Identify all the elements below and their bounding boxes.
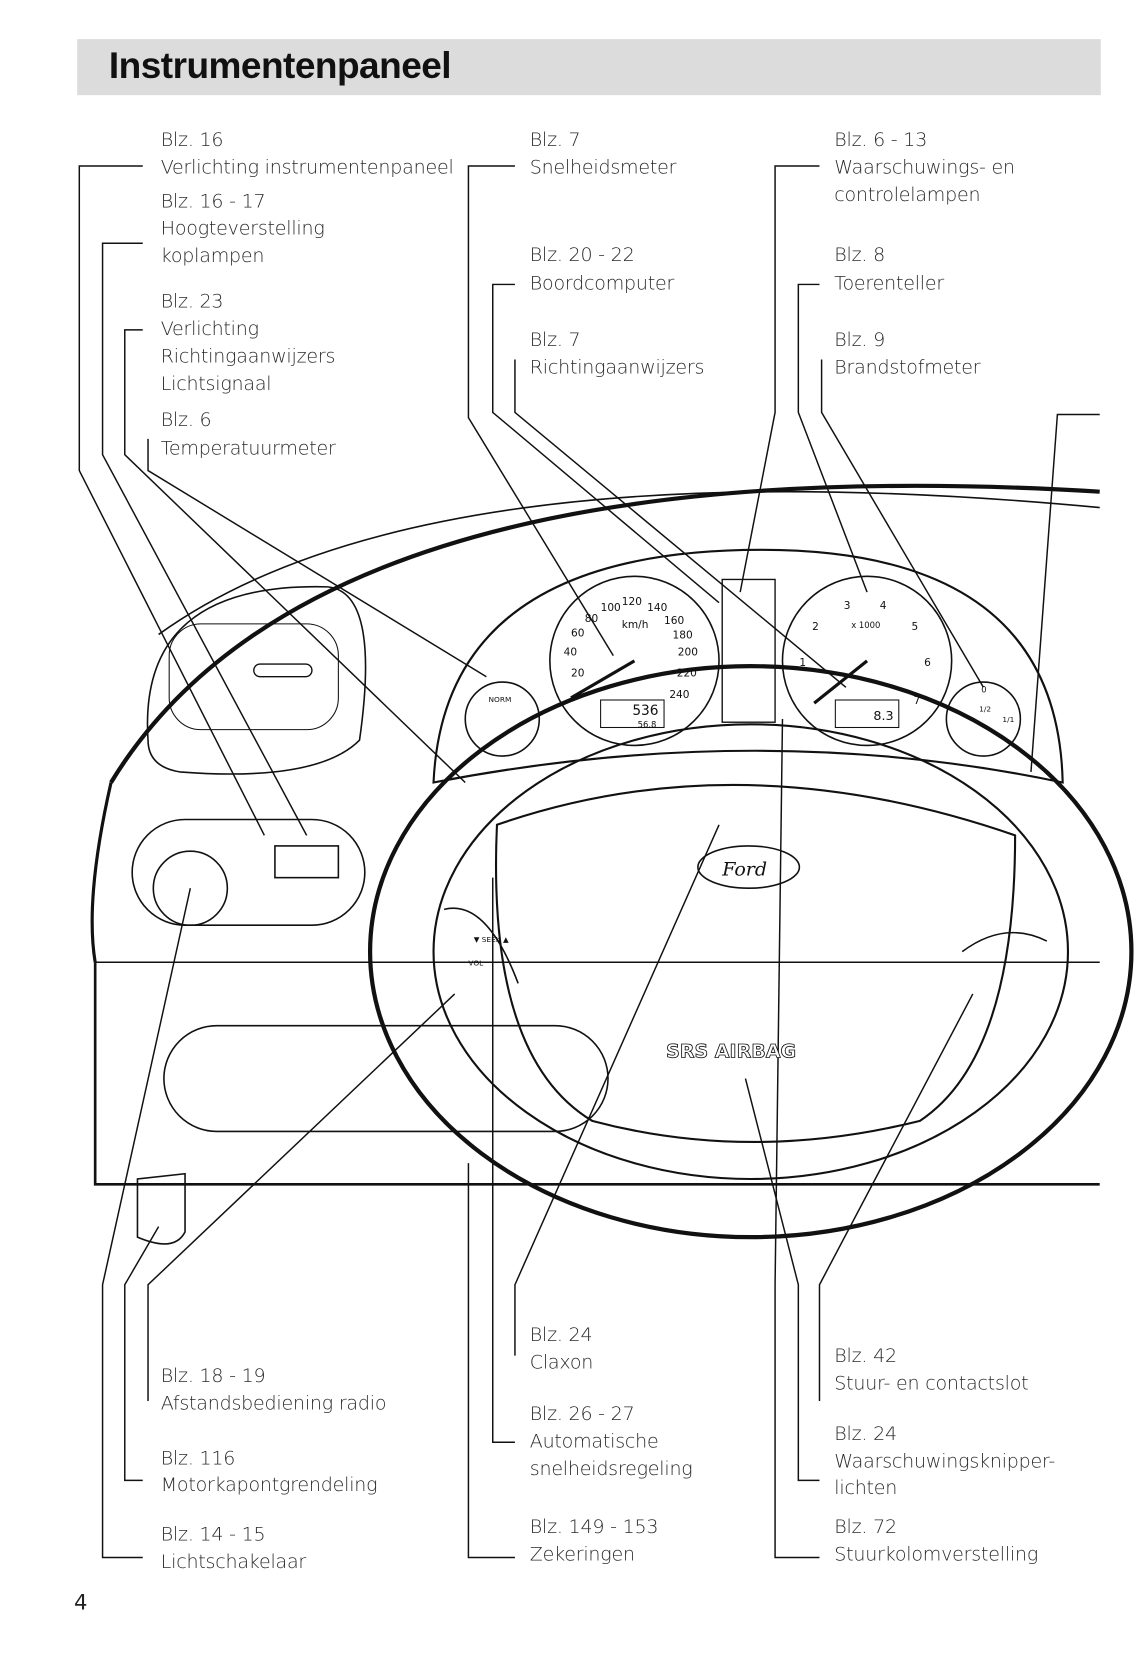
speedo-tick: 240	[669, 689, 689, 701]
header-bar: Instrumentenpaneel	[77, 39, 1101, 96]
page-number: 4	[74, 1589, 88, 1615]
callout-label: Lichtschakelaar	[160, 1551, 307, 1574]
speedo-tick: 140	[647, 602, 667, 614]
callout-page: Blz. 7	[529, 129, 581, 152]
callout-label: Lichtsignaal	[160, 373, 272, 396]
tacho-tick: 7	[914, 695, 921, 707]
page-title: Instrumentenpaneel	[108, 45, 452, 87]
speedo-tick: 180	[673, 630, 693, 642]
fuel-label: 1/1	[1002, 715, 1014, 724]
speedo-tick: 100	[601, 602, 621, 614]
tacho-tick: 6	[924, 657, 931, 669]
callout-label: Boordcomputer	[529, 272, 675, 296]
callout-page: Blz. 72	[834, 1516, 897, 1539]
callout-page: Blz. 23	[160, 290, 224, 313]
tacho-tick: 1	[799, 657, 806, 669]
leader-lines	[78, 165, 1100, 1559]
callout-label: Zekeringen	[529, 1543, 635, 1567]
odometer: 536	[632, 703, 658, 719]
callout-page: Blz. 24	[834, 1423, 897, 1446]
tacho-unit: x 1000	[851, 620, 880, 630]
callout-label: Afstandsbediening radio	[160, 1392, 387, 1415]
callout-page: Blz. 26 - 27	[529, 1403, 635, 1426]
callout-page: Blz. 116	[160, 1447, 236, 1470]
callout-page: Blz. 20 - 22	[529, 244, 635, 267]
callout-page: Blz. 42	[834, 1345, 897, 1368]
callout-label: Stuurkolomverstelling	[834, 1543, 1039, 1567]
temp-label: NORM	[489, 695, 512, 704]
speedo-unit: km/h	[622, 619, 649, 631]
radio-label: ▼ SEEK ▲	[474, 935, 509, 944]
callout-label: koplampen	[160, 245, 265, 268]
speedo-tick: 60	[571, 628, 585, 640]
callout-page: Blz. 6	[160, 409, 212, 432]
tacho-tick: 2	[812, 621, 819, 633]
callout-page: Blz. 16 - 17	[160, 190, 266, 213]
callout-label: Brandstofmeter	[834, 356, 981, 379]
dashboard-outline	[90, 483, 1134, 1245]
airbag-label: SRS AIRBAG	[666, 1040, 796, 1062]
callout-page: Blz. 7	[529, 328, 581, 352]
callout-label: Richtingaanwijzers	[160, 345, 336, 368]
callout-label: controlelampen	[834, 183, 981, 207]
callout-label: Snelheidsmeter	[529, 156, 677, 179]
speedo-tick: 120	[622, 596, 642, 608]
speedo-tick: 160	[664, 615, 684, 627]
trip-meter: 56.8	[638, 719, 657, 729]
callout-page: Blz. 18 - 19	[160, 1365, 266, 1388]
callout-label: Hoogteverstelling	[160, 217, 325, 241]
callout-label: lichten	[834, 1477, 898, 1500]
callout-page: Blz. 24	[529, 1323, 593, 1347]
callout-label: Waarschuwingsknipper-	[834, 1450, 1056, 1473]
callout-page: Blz. 16	[160, 129, 224, 152]
callout-page: Blz. 6 - 13	[834, 129, 928, 152]
speedo-tick: 40	[564, 647, 578, 659]
speedo-tick: 20	[571, 668, 585, 680]
speedo-tick: 80	[585, 613, 599, 625]
speedo-tick: 220	[677, 668, 697, 680]
tacho-tick: 3	[844, 600, 851, 612]
radio-label: VOL	[468, 958, 484, 967]
fuel-label: 1/2	[979, 705, 991, 714]
callout-page: Blz. 8	[834, 244, 885, 267]
tacho-tick: 4	[880, 600, 887, 612]
callout-label: Waarschuwings- en	[834, 156, 1015, 179]
ford-logo: Ford	[721, 859, 767, 881]
callout-label: Verlichting instrumentenpaneel	[160, 156, 454, 179]
callout-label: Automatische	[529, 1430, 659, 1453]
callout-label: Stuur- en contactslot	[834, 1372, 1029, 1395]
computer-value: 8.3	[873, 708, 893, 723]
callout-label: Temperatuurmeter	[160, 437, 336, 460]
callout-label: Toerenteller	[834, 272, 944, 296]
fuel-label: 0	[981, 685, 986, 695]
callout-label: Claxon	[529, 1351, 594, 1374]
callout-page: Blz. 14 - 15	[160, 1523, 266, 1546]
callout-label: Richtingaanwijzers	[529, 356, 705, 379]
callout-label: snelheidsregeling	[529, 1458, 693, 1481]
tacho-tick: 5	[911, 621, 918, 633]
gauge-labels: km/h 20 40 60 80 100 120 140 160 180 200…	[468, 596, 1014, 1063]
callout-page: Blz. 149 - 153	[529, 1516, 659, 1539]
callout-label: Verlichting	[160, 318, 259, 341]
speedo-tick: 200	[678, 647, 698, 659]
callout-page: Blz. 9	[834, 328, 885, 352]
callout-label: Motorkapontgrendeling	[160, 1474, 378, 1497]
